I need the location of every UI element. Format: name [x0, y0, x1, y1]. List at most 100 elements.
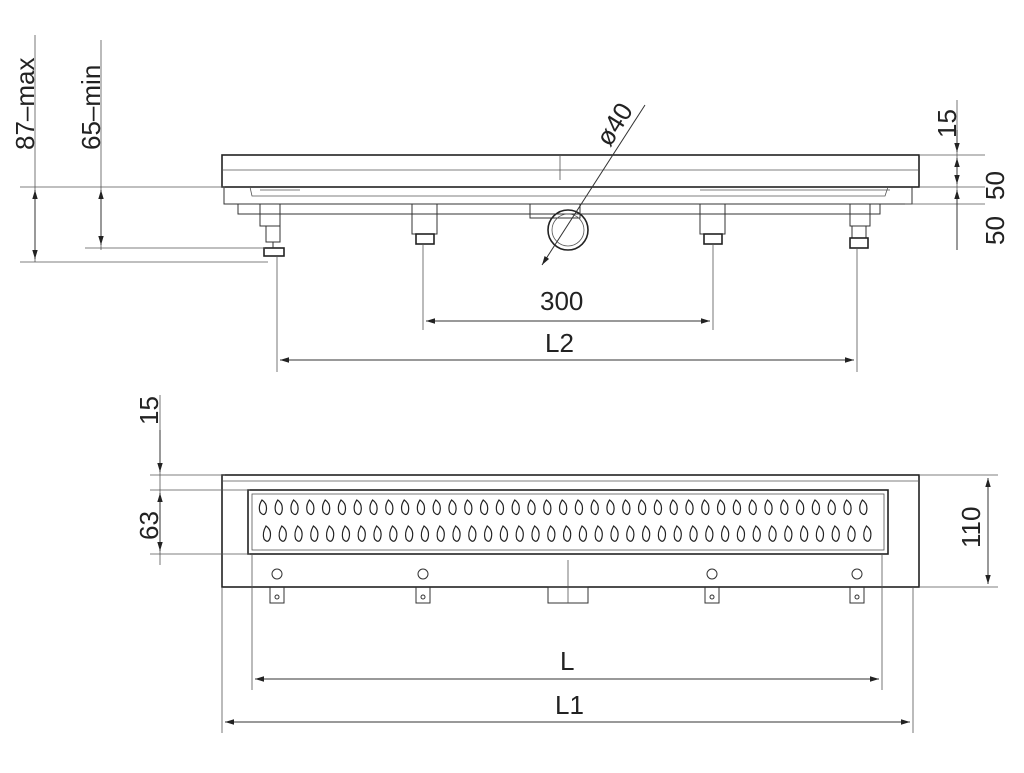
grate-slot — [736, 525, 746, 542]
grate-slot — [594, 525, 603, 542]
grate-slot — [795, 499, 805, 516]
grate-slot — [784, 525, 793, 542]
grate-slot — [637, 499, 647, 516]
grate-slot — [641, 525, 651, 542]
grate-slot — [290, 499, 299, 516]
dimension-right-stack: 15 50 50 — [905, 100, 1010, 250]
grate-slot — [578, 525, 588, 542]
grate-slot — [373, 525, 382, 542]
grate-slot — [685, 499, 694, 516]
drain-body-side — [221, 154, 920, 257]
bracket-1 — [269, 568, 285, 604]
grate-slot — [274, 499, 283, 516]
foot-right-inner — [703, 233, 723, 245]
dimension-left-top: 15 63 — [134, 395, 250, 565]
foot-left-outer — [265, 225, 281, 243]
grate-slot — [780, 499, 789, 516]
label-50-upper: 50 — [980, 171, 1010, 200]
dimension-110: 110 — [919, 474, 998, 588]
label-300: 300 — [540, 286, 583, 316]
grate-slot — [325, 525, 335, 542]
dimension-L2: L2 — [276, 248, 858, 372]
grate-slot — [764, 499, 773, 516]
grate-slot — [369, 499, 378, 516]
grate-slot — [420, 525, 430, 542]
grate-slot — [468, 525, 477, 542]
grate-slot — [321, 499, 331, 516]
grate-slot — [657, 525, 667, 542]
grate-slot — [689, 525, 698, 542]
grate-slot — [799, 525, 809, 542]
grate-slot — [811, 499, 821, 516]
grate-slot — [590, 499, 599, 516]
bracket-2 — [415, 568, 431, 604]
foot-right-outer — [849, 237, 869, 249]
grate-slot — [404, 525, 414, 542]
grate-slot — [527, 499, 536, 516]
grate-slot — [357, 525, 366, 542]
grate-slot — [389, 525, 398, 542]
grate-slot — [863, 525, 872, 542]
grate-slot — [562, 525, 572, 542]
dimension-L: L — [251, 554, 883, 690]
grate-slot — [294, 525, 303, 542]
grate-slot — [716, 499, 726, 516]
grate-slot-pattern — [258, 499, 872, 542]
grate-slot — [732, 499, 742, 516]
grate-slot — [531, 525, 540, 542]
grate-slot — [626, 525, 635, 542]
grate-slot — [262, 525, 272, 542]
grate-slot — [673, 525, 682, 542]
dimension-87-max: 87–max — [10, 35, 268, 263]
label-87-max: 87–max — [10, 58, 40, 151]
grate-slot — [432, 499, 441, 516]
grate-outline — [247, 489, 889, 555]
grate-slot — [495, 499, 505, 516]
grate-slot — [748, 499, 757, 516]
bracket-4 — [849, 568, 865, 604]
grate-slot — [669, 499, 678, 516]
grate-slot — [499, 525, 509, 542]
grate-slot — [827, 499, 836, 516]
grate-slot — [515, 525, 524, 542]
grate-slot — [385, 499, 394, 516]
grate-slot — [547, 525, 556, 542]
side-view: 87–max 65–min 15 50 50 ø40 — [10, 35, 1010, 372]
grate-slot — [341, 525, 351, 542]
grate-slot — [511, 499, 520, 516]
grate-slot — [337, 499, 347, 516]
label-110: 110 — [956, 507, 986, 548]
label-65-min: 65–min — [76, 65, 106, 150]
label-15-top: 15 — [134, 396, 164, 425]
foot-left-inner — [415, 233, 435, 245]
grate-slot — [448, 499, 457, 516]
grate-slot — [464, 499, 473, 516]
grate-slot — [558, 499, 568, 516]
grate-slot — [701, 499, 710, 516]
label-L: L — [560, 646, 574, 676]
grate-slot — [847, 525, 856, 542]
grate-slot — [606, 499, 615, 516]
grate-slot — [436, 525, 445, 542]
bracket-3 — [704, 568, 720, 604]
grate-slot — [306, 499, 315, 516]
grate-slot — [543, 499, 552, 516]
grate-slot — [831, 525, 840, 542]
label-L2: L2 — [545, 328, 574, 358]
grate-slot — [400, 499, 410, 516]
grate-slot — [705, 525, 714, 542]
label-50-lower: 50 — [980, 216, 1010, 245]
grate-slot — [278, 525, 287, 542]
drain-body-top — [221, 474, 920, 604]
dimension-L1: L1 — [221, 587, 914, 733]
label-L1: L1 — [555, 690, 584, 720]
grate-slot — [859, 499, 868, 516]
grate-slot — [622, 499, 631, 516]
dimension-65-min: 65–min — [76, 40, 265, 250]
grate-slot — [479, 499, 489, 516]
grate-slot — [610, 525, 619, 542]
grate-slot — [768, 525, 777, 542]
grate-slot — [574, 499, 584, 516]
grate-slot — [815, 525, 825, 542]
